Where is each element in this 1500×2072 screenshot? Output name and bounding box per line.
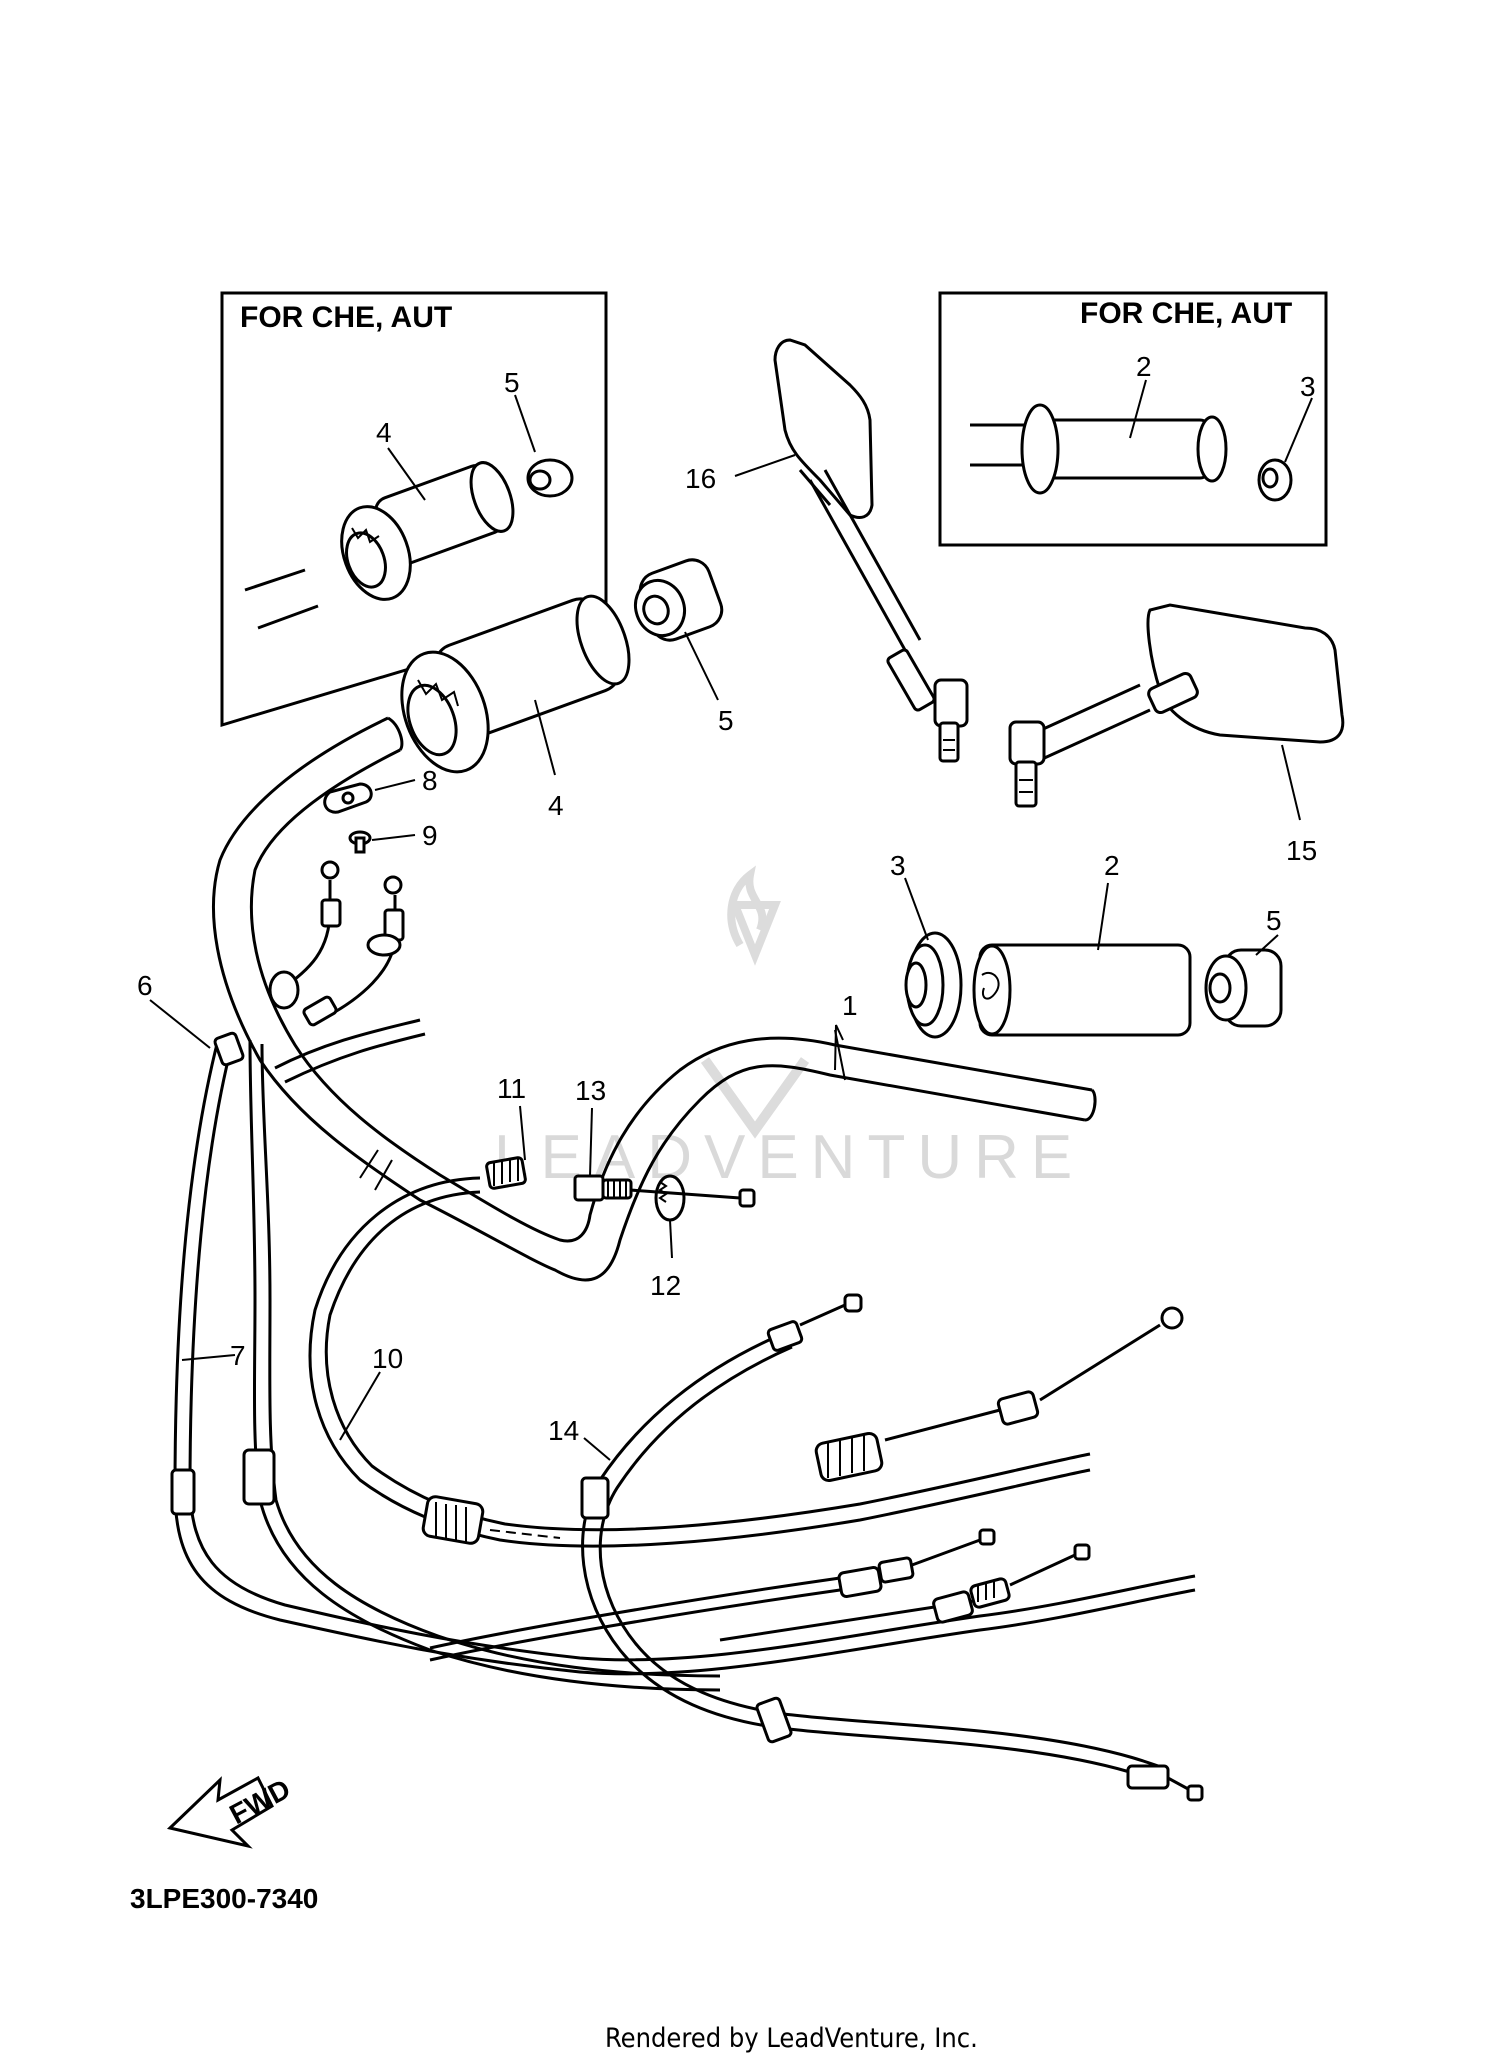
cable-14 <box>580 1293 1204 1802</box>
callout-1: 1 <box>842 990 858 1021</box>
callout-4-main: 4 <box>548 790 564 821</box>
cable-6 <box>213 1031 721 1692</box>
right-inset: FOR CHE, AUT 2 3 <box>938 291 1328 547</box>
callout-13: 13 <box>575 1075 606 1106</box>
callout-11: 11 <box>497 1073 526 1104</box>
cable-10 <box>308 1176 1184 1548</box>
callout-9: 9 <box>422 820 438 851</box>
switch-leads <box>268 860 405 1027</box>
cable-adjuster-11 <box>485 1156 527 1190</box>
diagram-code: 3LPE300-7340 <box>130 1883 318 1914</box>
callout-3-main: 3 <box>890 850 906 881</box>
callout-5-lower: 5 <box>1266 905 1282 936</box>
end-cap-5-lower <box>1204 948 1283 1028</box>
left-inset-title: FOR CHE, AUT <box>240 301 452 334</box>
callout-12: 12 <box>650 1270 681 1301</box>
grip-2-main <box>972 943 1192 1037</box>
adjuster-13 <box>573 1174 633 1202</box>
callout-5-upper: 5 <box>718 705 734 736</box>
cable-7 <box>170 1039 1196 1676</box>
throttle-cables <box>429 1528 1091 1662</box>
inset-grip-2 <box>1020 403 1228 495</box>
grip-4-main <box>400 594 631 774</box>
callout-7: 7 <box>230 1340 246 1371</box>
inset-grip-4 <box>340 461 515 601</box>
mirror-left <box>773 338 969 763</box>
cap-3-main <box>904 931 963 1039</box>
callout-16: 16 <box>685 463 716 494</box>
inset-cap-3 <box>1257 458 1293 502</box>
callout-10: 10 <box>372 1343 403 1374</box>
right-inset-title: FOR CHE, AUT <box>1080 297 1292 330</box>
callout-14: 14 <box>548 1415 579 1446</box>
callout-2-main: 2 <box>1104 850 1120 881</box>
footer-rendered-by: Rendered by LeadVenture, Inc. <box>605 2023 978 2054</box>
callout-8: 8 <box>422 765 438 796</box>
fwd-arrow: FWD <box>166 1773 295 1849</box>
callout-15: 15 <box>1286 835 1317 866</box>
end-cap-5-upper <box>633 558 724 642</box>
mirror-right <box>1008 603 1345 808</box>
callout-6: 6 <box>137 970 153 1001</box>
left-inset: FOR CHE, AUT 4 5 <box>220 291 608 728</box>
handlebar-1 <box>212 716 1097 1282</box>
callout-4-inset: 4 <box>376 417 392 448</box>
callout-3-inset: 3 <box>1300 371 1316 402</box>
plate-8 <box>323 782 373 814</box>
callout-2-inset: 2 <box>1136 351 1152 382</box>
inset-end-cap-5 <box>526 458 574 498</box>
screw-9 <box>348 830 372 854</box>
callout-5-inset: 5 <box>504 367 520 398</box>
locknut-12 <box>654 1174 686 1222</box>
